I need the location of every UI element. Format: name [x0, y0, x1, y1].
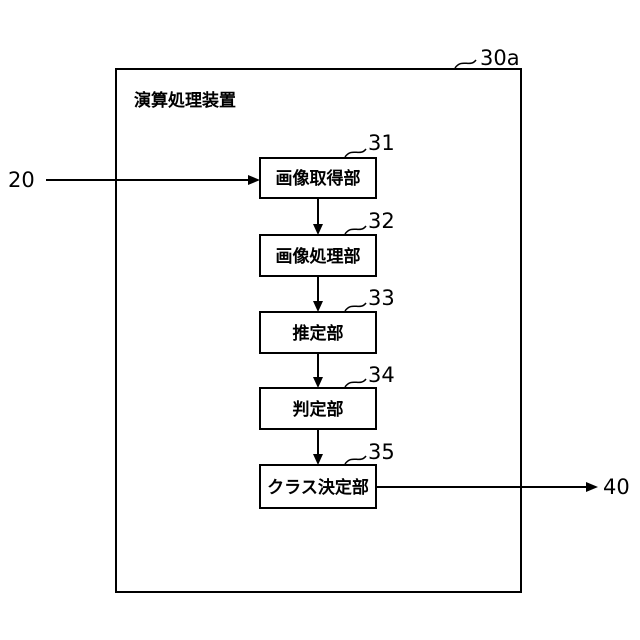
input-ref-label: 20 [8, 168, 35, 192]
output-ref-label: 40 [603, 475, 630, 499]
device-ref-label: 30a [480, 46, 520, 70]
processing-device-title: 演算処理装置 [134, 90, 236, 111]
block-35-ref-label: 35 [368, 440, 395, 464]
judgment-label: 判定部 [293, 399, 344, 420]
image-acquisition-label: 画像取得部 [276, 168, 361, 189]
block-33-ref-label: 33 [368, 286, 395, 310]
block-32-ref-label: 32 [368, 209, 395, 233]
estimation-label: 推定部 [293, 323, 344, 344]
output-arrowhead [586, 482, 598, 492]
block-34-ref-label: 34 [368, 363, 395, 387]
block-31-ref-label: 31 [368, 131, 395, 155]
device-ref-leader [455, 60, 476, 68]
image-processing-label: 画像処理部 [276, 246, 361, 267]
class-determination-label: クラス決定部 [267, 477, 369, 498]
